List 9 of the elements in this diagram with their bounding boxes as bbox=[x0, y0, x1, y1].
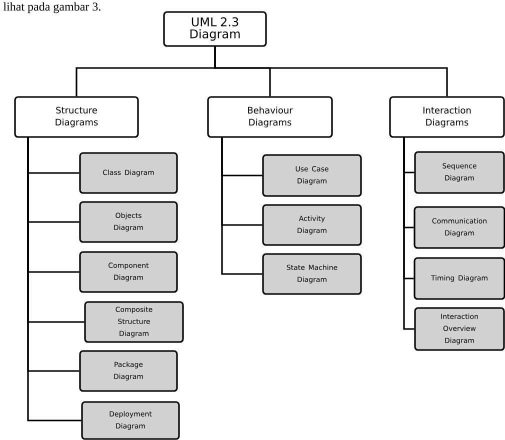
category-box: Behaviour Diagrams bbox=[207, 96, 333, 138]
connector-line bbox=[221, 138, 262, 275]
category-box: Interaction Diagrams bbox=[389, 96, 505, 138]
category-box: Structure Diagrams bbox=[14, 96, 139, 138]
connector-line bbox=[214, 46, 448, 96]
root-box: UML 2.3 Diagram bbox=[163, 11, 267, 47]
connector-line bbox=[27, 138, 82, 422]
caption-text: lihat pada gambar 3. bbox=[3, 2, 100, 14]
connector-line bbox=[403, 138, 414, 330]
